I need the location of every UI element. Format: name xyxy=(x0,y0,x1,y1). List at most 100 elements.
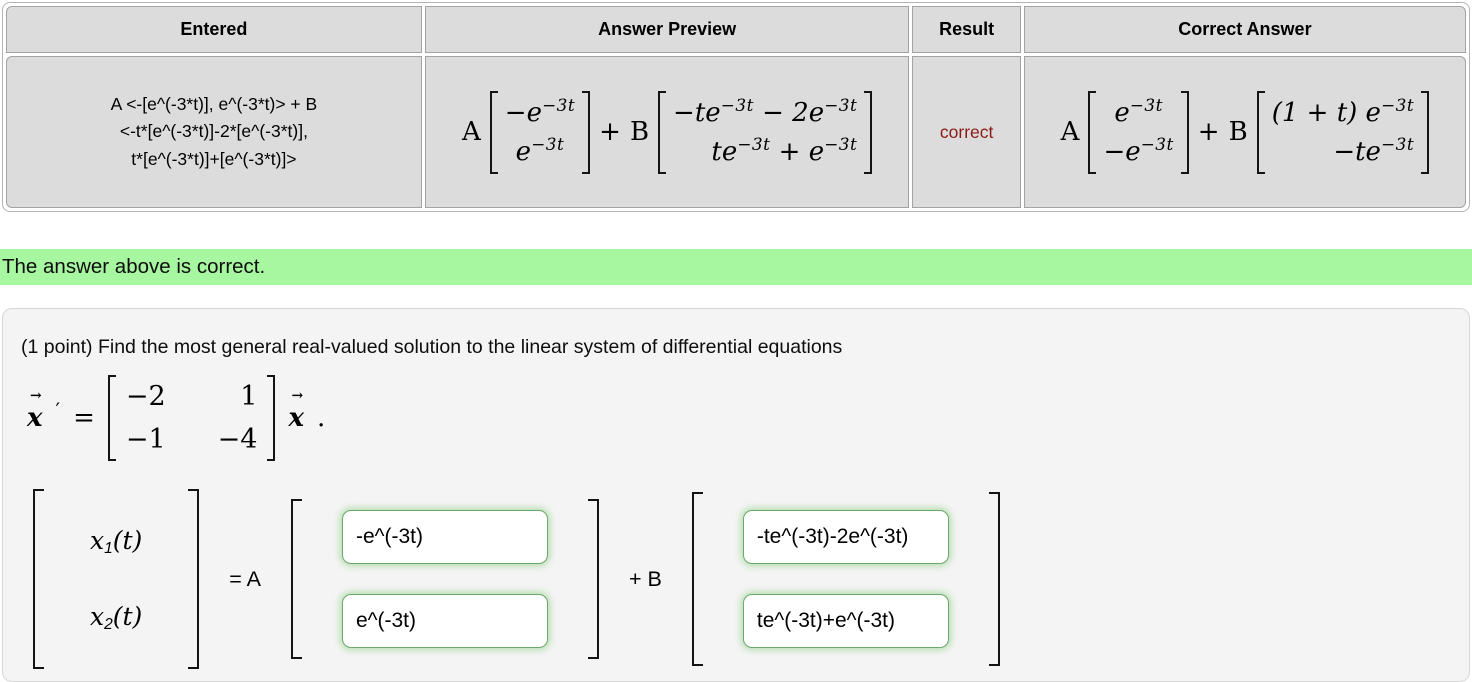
preview-b-r2a-sup: −3t xyxy=(737,134,771,155)
vector-x-prime: →x xyxy=(27,388,43,433)
preview-b-r1b-sup: −3t xyxy=(824,95,858,116)
problem-statement: (1 point) Find the most general real-val… xyxy=(21,336,843,358)
correct-coef-a: A xyxy=(1060,117,1080,147)
vector-arrow-icon: → xyxy=(30,388,42,404)
coefficient-matrix: −2 1 −1 −4 xyxy=(107,375,276,461)
matrix-entry-21: −1 xyxy=(125,424,166,455)
results-table: Entered Answer Preview Result Correct An… xyxy=(3,3,1469,211)
preview-b-r1a-sup: −3t xyxy=(720,95,754,116)
period: . xyxy=(317,403,326,433)
x2-argument: (t) xyxy=(112,602,143,631)
x1-argument: (t) xyxy=(112,526,143,555)
vector-x-rhs: →x xyxy=(288,388,304,433)
matrix-entry-11: −2 xyxy=(125,381,166,412)
attempt-results-table: Entered Answer Preview Result Correct An… xyxy=(2,2,1470,212)
answer-input-b1[interactable] xyxy=(742,510,949,564)
plus-b-label: + B xyxy=(628,566,662,591)
matrix-entry-22: −4 xyxy=(217,424,258,455)
correct-plus: + xyxy=(1197,117,1220,147)
message-bar: The answer above is correct. xyxy=(0,249,1472,285)
left-bracket xyxy=(1088,90,1097,174)
correct-b-r1: (1 + t) e xyxy=(1271,97,1381,128)
problem-box: (1 point) Find the most general real-val… xyxy=(2,308,1470,682)
solution-vector-matrix: x1(t) x2(t) xyxy=(33,489,200,669)
preview-plus: + xyxy=(599,117,621,147)
header-entered: Entered xyxy=(6,6,422,53)
correct-b-r2-sup: −3t xyxy=(1380,134,1415,155)
right-bracket xyxy=(988,492,1000,666)
correct-b-r2: −te xyxy=(1333,136,1381,167)
x2-symbol: x xyxy=(90,602,105,631)
correct-a-r1: e xyxy=(1114,97,1130,128)
correct-answer-math: A e−3t −e−3t + B xyxy=(1025,90,1465,174)
answer-preview-cell: A −e−3t e−3t + B xyxy=(424,56,910,208)
equals-sign: = xyxy=(73,403,95,433)
vector-b-input-matrix xyxy=(691,492,1000,666)
entered-line-2: <-t*[e^(-3*t)]-2*[e^(-3*t)], xyxy=(119,121,308,142)
left-bracket xyxy=(658,90,667,174)
answer-preview-math: A −e−3t e−3t + B xyxy=(426,90,909,174)
left-bracket xyxy=(1256,90,1265,174)
preview-b-r2b-sup: −3t xyxy=(824,134,858,155)
right-bracket xyxy=(188,489,200,669)
correct-a-r1-sup: −3t xyxy=(1129,95,1163,116)
x1-subscript: 1 xyxy=(104,540,113,558)
result-cell: correct xyxy=(912,56,1021,208)
header-answer-preview: Answer Preview xyxy=(424,6,910,53)
preview-matrix-a: −e−3t e−3t xyxy=(489,90,591,174)
preview-b-r1a: −te xyxy=(673,97,721,128)
preview-coef-b: B xyxy=(629,117,650,147)
ode-equation: →x′ = −2 1 −1 −4 →x. xyxy=(27,375,1451,461)
matrix-entry-12: 1 xyxy=(240,381,258,412)
right-bracket xyxy=(267,375,276,461)
left-bracket xyxy=(107,375,116,461)
answer-input-b2[interactable] xyxy=(742,594,949,648)
right-bracket xyxy=(1421,90,1430,174)
vector-arrow-icon: → xyxy=(291,388,304,404)
header-correct-answer: Correct Answer xyxy=(1023,6,1466,53)
right-bracket xyxy=(587,499,599,659)
header-result: Result xyxy=(912,6,1021,53)
preview-a-r2: e xyxy=(515,136,532,167)
entered-cell: A <-[e^(-3*t)], e^(-3*t)> + B <-t*[e^(-3… xyxy=(6,56,422,208)
correct-a-r2-sup: −3t xyxy=(1140,134,1174,155)
preview-a-r1-sup: −3t xyxy=(541,95,576,116)
x2-subscript: 2 xyxy=(104,616,113,634)
correct-b-r1-sup: −3t xyxy=(1380,95,1415,116)
vector-x: x xyxy=(288,403,304,433)
preview-a-r1: −e xyxy=(504,97,542,128)
correct-matrix-b: (1 + t) e−3t −te−3t xyxy=(1256,90,1430,174)
preview-matrix-b: −te−3t − 2e−3t te−3t + e−3t xyxy=(658,90,873,174)
vector-a-input-matrix xyxy=(290,499,599,659)
entered-line-1: A <-[e^(-3*t)], e^(-3*t)> + B xyxy=(110,94,318,115)
left-bracket xyxy=(489,90,498,174)
answer-input-a1[interactable] xyxy=(341,510,548,564)
vector-x: x xyxy=(27,403,43,433)
answer-equation: x1(t) x2(t) = A + B xyxy=(33,489,1451,669)
left-bracket xyxy=(33,489,44,669)
right-bracket xyxy=(864,90,873,174)
x1-symbol: x xyxy=(90,526,105,555)
preview-b-r1b: − 2e xyxy=(753,97,825,128)
correct-a-r2: −e xyxy=(1103,136,1141,167)
right-bracket xyxy=(582,90,591,174)
answer-input-a2[interactable] xyxy=(341,594,548,648)
results-body-row: A <-[e^(-3*t)], e^(-3*t)> + B <-t*[e^(-3… xyxy=(6,56,1466,208)
entered-expression: A <-[e^(-3*t)], e^(-3*t)> + B <-t*[e^(-3… xyxy=(7,91,421,172)
preview-coef-a: A xyxy=(462,117,481,147)
preview-b-r2b: + e xyxy=(770,136,825,167)
correct-answer-cell: A e−3t −e−3t + B xyxy=(1023,56,1466,208)
prime-mark: ′ xyxy=(55,398,61,422)
correct-matrix-a: e−3t −e−3t xyxy=(1088,90,1189,174)
results-header-row: Entered Answer Preview Result Correct An… xyxy=(6,6,1466,53)
preview-b-r2a: te xyxy=(711,136,738,167)
left-bracket xyxy=(691,492,703,666)
message-text: The answer above is correct. xyxy=(2,255,266,278)
result-status: correct xyxy=(939,121,994,142)
preview-a-r2-sup: −3t xyxy=(531,134,565,155)
left-bracket xyxy=(290,499,302,659)
entered-line-3: t*[e^(-3*t)]+[e^(-3*t)]> xyxy=(131,148,297,169)
right-bracket xyxy=(1180,90,1189,174)
equals-a-label: = A xyxy=(229,566,261,591)
